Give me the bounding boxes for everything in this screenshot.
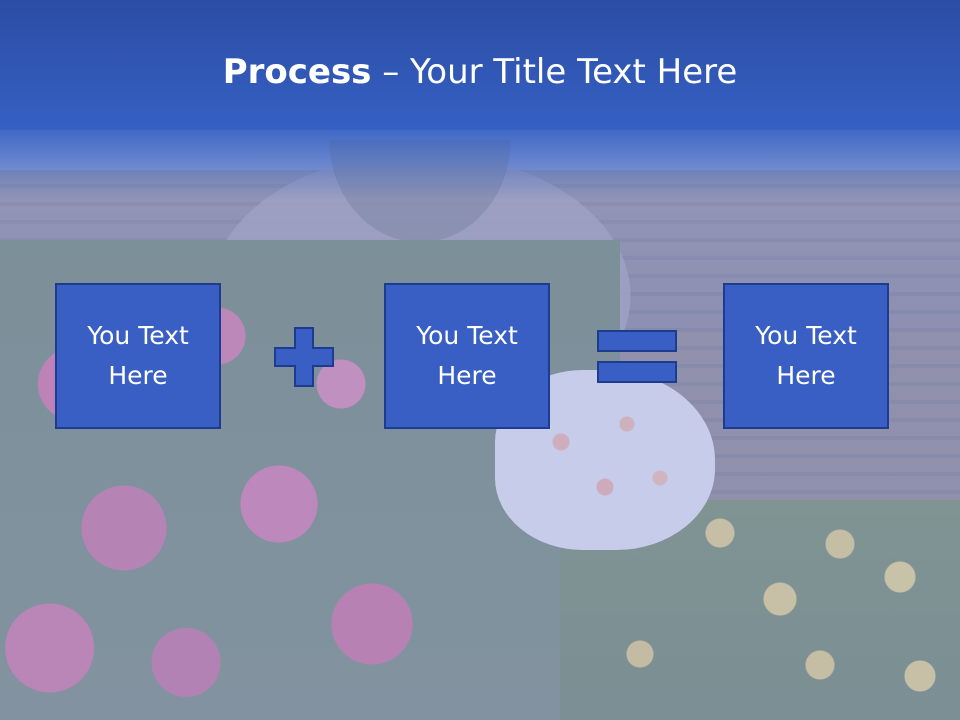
process-box-3-text: You Text Here <box>741 316 871 396</box>
process-box-2-line2: Here <box>437 361 497 390</box>
process-box-1-text: You Text Here <box>73 316 203 396</box>
process-box-1-line2: Here <box>108 361 168 390</box>
slide-title[interactable]: Process – Your Title Text Here <box>0 52 960 92</box>
equals-icon <box>597 330 677 383</box>
process-box-1[interactable]: You Text Here <box>55 283 221 429</box>
title-bold: Process <box>222 52 372 92</box>
process-box-3[interactable]: You Text Here <box>723 283 889 429</box>
process-box-3-line1: You Text <box>755 321 857 350</box>
process-box-3-line2: Here <box>776 361 836 390</box>
process-box-2-text: You Text Here <box>402 316 532 396</box>
process-box-2[interactable]: You Text Here <box>384 283 550 429</box>
title-rest: – Your Title Text Here <box>371 52 738 92</box>
plus-icon <box>274 327 334 387</box>
process-box-2-line1: You Text <box>416 321 518 350</box>
process-box-1-line1: You Text <box>87 321 189 350</box>
title-band-solid <box>0 0 960 130</box>
